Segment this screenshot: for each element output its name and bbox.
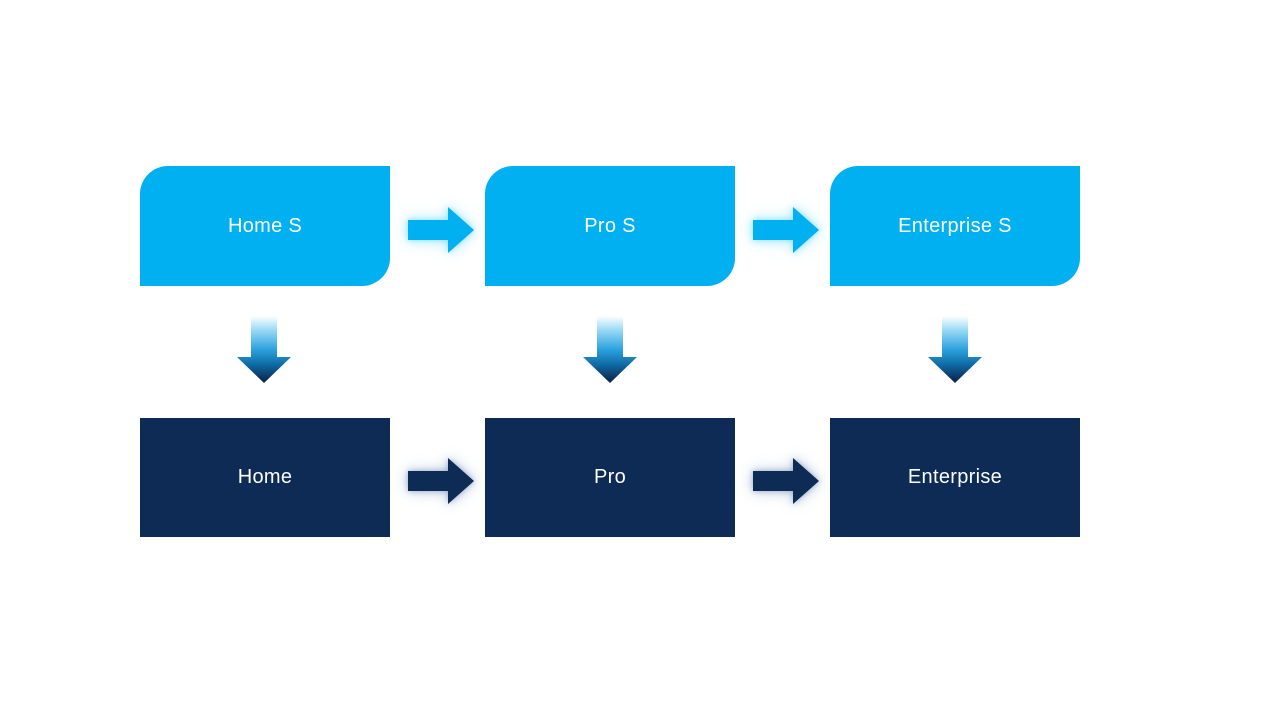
node-label: Enterprise S: [898, 214, 1012, 237]
right-arrow-icon: [408, 455, 476, 507]
node-label: Home: [237, 466, 293, 488]
right-arrow-icon: [408, 204, 476, 256]
node-pro: Pro: [485, 418, 735, 537]
node-pro-s: Pro S: [485, 166, 735, 286]
right-arrow-icon: [753, 455, 821, 507]
node-label: Pro S: [584, 214, 636, 237]
down-arrow-icon: [928, 316, 982, 383]
node-home: Home: [140, 418, 390, 537]
node-enterprise-s: Enterprise S: [830, 166, 1080, 286]
node-label: Pro: [593, 466, 627, 488]
down-arrow-icon: [237, 316, 291, 383]
down-arrow-icon: [583, 316, 637, 383]
node-label: Home S: [227, 214, 303, 237]
node-home-s: Home S: [140, 166, 390, 286]
node-enterprise: Enterprise: [830, 418, 1080, 537]
node-label: Enterprise: [907, 466, 1003, 488]
right-arrow-icon: [753, 204, 821, 256]
